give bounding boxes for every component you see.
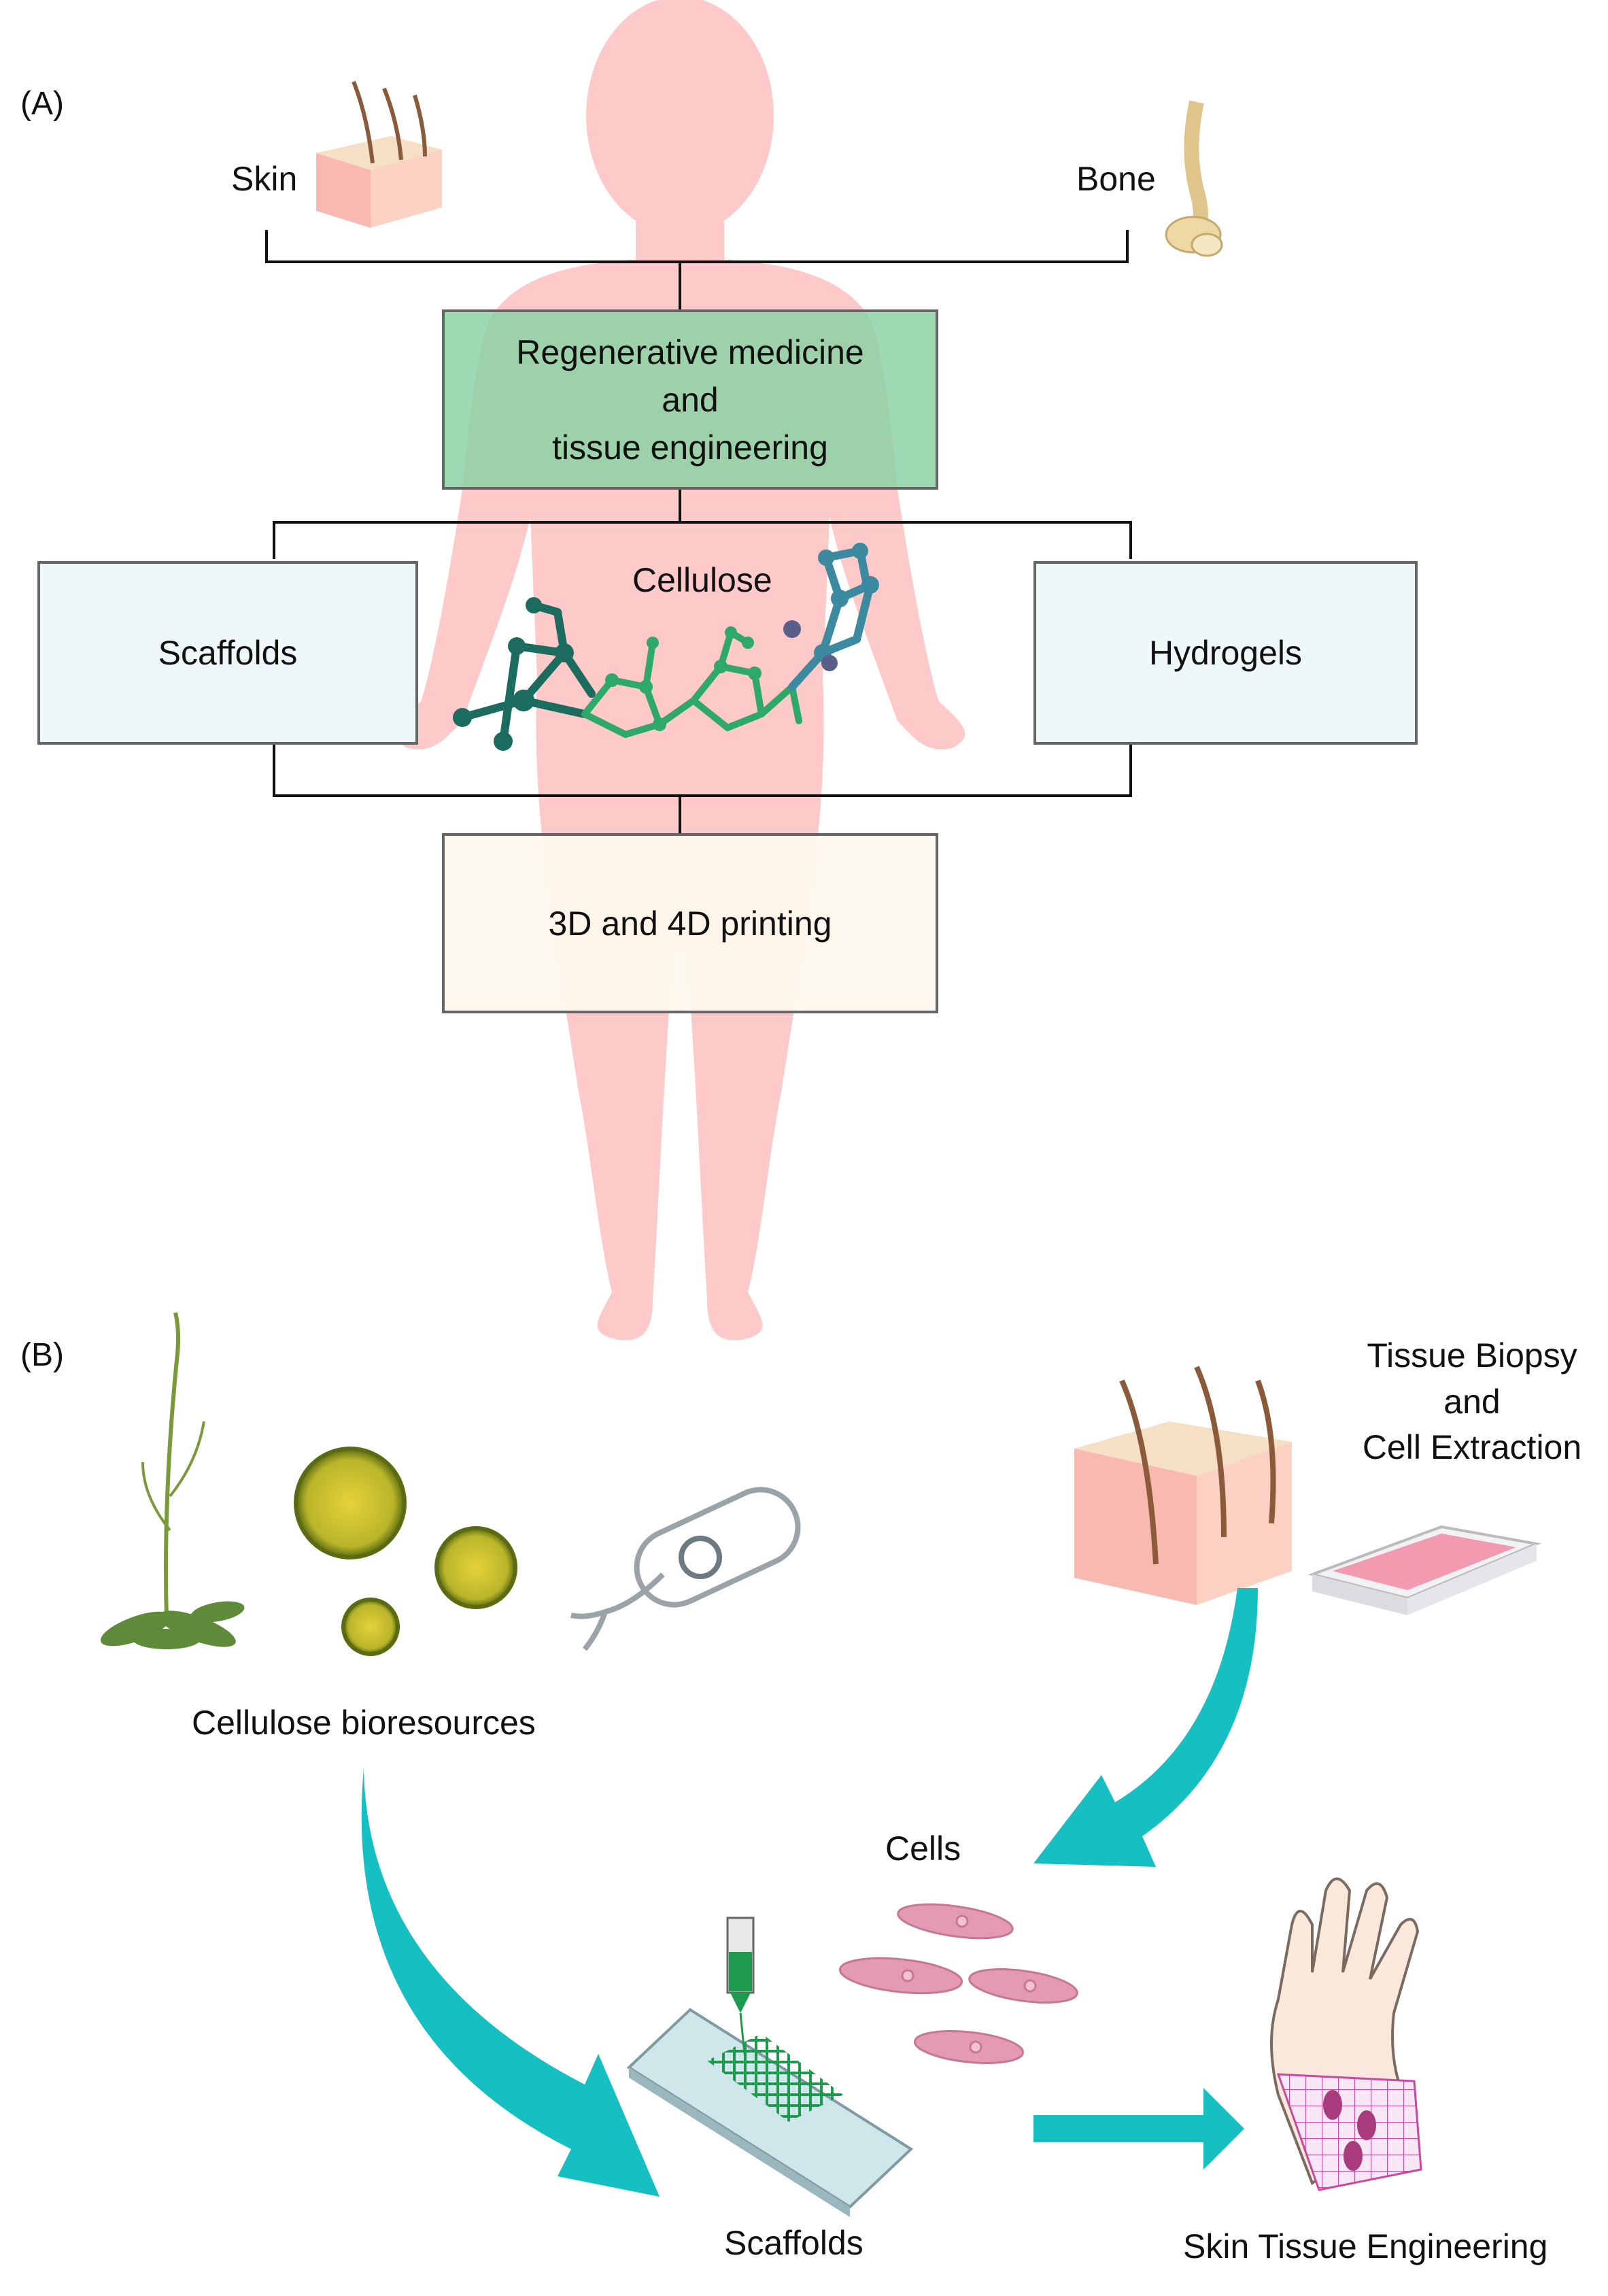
bioprinting-slide-icon	[626, 1917, 914, 2217]
spine-bone-icon	[1165, 100, 1223, 257]
panel-a-label: (A)	[20, 86, 64, 122]
bone-label: Bone	[1076, 160, 1156, 198]
hand-skin-graft-icon	[1270, 1877, 1422, 2191]
skin-block-biopsy-icon	[1074, 1366, 1292, 1605]
arrow-biopsy-to-cells	[1033, 1588, 1258, 1867]
arrow-bioresources-to-scaffolds	[361, 1768, 660, 2197]
arabidopsis-plant-icon	[100, 1312, 245, 1649]
skin-block-icon	[316, 80, 442, 228]
hydrogels-box-label: Hydrogels	[1148, 634, 1303, 672]
cellulose-molecule-icon	[453, 543, 879, 751]
skin-label: Skin	[231, 160, 298, 198]
scaffolds-box-label: Scaffolds	[158, 634, 298, 672]
printing-box: 3D and 4D printing	[442, 833, 938, 1013]
biopsy-line-2: and	[1443, 1382, 1501, 1421]
cells-cluster-icon	[838, 1903, 1078, 2064]
regen-line-2: and	[662, 380, 719, 419]
arrow-scaffolds-to-skin	[1033, 2088, 1244, 2170]
scaffolds-box: Scaffolds	[37, 561, 418, 745]
biopsy-line-1: Tissue Biopsy	[1367, 1336, 1577, 1374]
green-algae-cells-icon	[294, 1447, 517, 1656]
regen-line-1: Regenerative medicine	[516, 333, 864, 371]
printing-box-label: 3D and 4D printing	[548, 904, 832, 943]
cellulose-label: Cellulose	[632, 561, 772, 599]
biopsy-line-3: Cell Extraction	[1362, 1428, 1582, 1466]
regen-line-3: tissue engineering	[552, 428, 828, 467]
tissue-biopsy-label: Tissue Biopsy and Cell Extraction	[1336, 1333, 1608, 1471]
panel-a-connectors	[265, 230, 1132, 833]
skin-tissue-engineering-label: Skin Tissue Engineering	[1183, 2227, 1548, 2265]
regenerative-medicine-box: Regenerative medicine and tissue enginee…	[442, 309, 938, 490]
hydrogels-box: Hydrogels	[1033, 561, 1418, 745]
cells-label: Cells	[885, 1829, 961, 1868]
well-plate-icon	[1307, 1525, 1542, 1615]
bacterium-icon	[570, 1487, 801, 1651]
panel-b-label: (B)	[20, 1337, 64, 1373]
cellulose-bioresources-label: Cellulose bioresources	[192, 1704, 536, 1742]
scaffolds-b-label: Scaffolds	[724, 2224, 863, 2262]
human-body-silhouette	[394, 0, 965, 1340]
